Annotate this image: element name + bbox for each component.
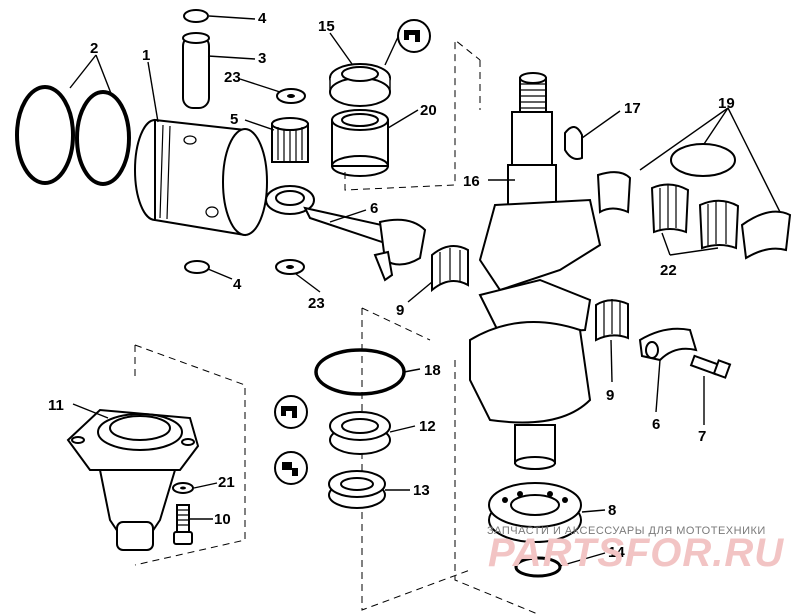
part-label-11: 11 (48, 397, 64, 414)
part-label-17: 17 (624, 100, 641, 117)
watermark: ЗАПЧАСТИ И АКСЕССУАРЫ ДЛЯ МОТОТЕХНИКИ PA… (487, 525, 784, 575)
housing-screw (173, 504, 193, 545)
lockwasher (172, 482, 194, 494)
retaining-clip-bottom (184, 260, 210, 274)
part-label-16: 16 (463, 173, 480, 190)
watermark-caption: ЗАПЧАСТИ И АКСЕССУАРЫ ДЛЯ МОТОТЕХНИКИ (487, 525, 766, 537)
part-label-3: 3 (258, 50, 266, 67)
assembly-guide-lines (134, 38, 541, 616)
part-label-21: 21 (218, 474, 235, 491)
part-label-6-rod: 6 (370, 200, 378, 217)
rod-cap-bolt (689, 354, 732, 379)
part-label-9-upper: 9 (396, 302, 404, 319)
part-label-14: 14 (608, 544, 625, 561)
part-label-22: 22 (660, 262, 677, 279)
part-label-1: 1 (142, 47, 150, 64)
part-label-18: 18 (424, 362, 441, 379)
part-label-12: 12 (419, 418, 436, 435)
piston (134, 118, 268, 237)
rod-cap (638, 327, 698, 362)
snap-ring (514, 556, 562, 578)
part-label-2: 2 (90, 40, 98, 57)
seal-orientation-icon-middle (274, 395, 308, 429)
retaining-clip-top (183, 9, 209, 23)
thrust-washer-top (276, 88, 306, 104)
watermark-logo: PARTSFOR.RU (488, 531, 784, 575)
part-label-4-bottom: 4 (233, 276, 242, 293)
leader-lines (69, 15, 781, 567)
part-label-5: 5 (230, 111, 238, 128)
needle-bearing-small (271, 117, 309, 163)
crankshaft (469, 72, 602, 470)
connecting-rod (265, 185, 427, 282)
part-label-20: 20 (420, 102, 437, 119)
part-label-15: 15 (318, 18, 335, 35)
seal-orientation-icon-lower (274, 451, 308, 485)
bearing-retainer-set (596, 143, 792, 260)
part-label-8: 8 (608, 502, 616, 519)
part-number-labels: 2 1 3 4 23 5 4 23 15 20 6 9 16 17 19 22 … (48, 10, 735, 561)
part-label-4-top: 4 (258, 10, 267, 27)
caged-bearing-upper (431, 245, 469, 293)
part-label-13: 13 (413, 482, 430, 499)
woodruff-key (564, 126, 583, 160)
seal-orientation-icon-upper (397, 19, 431, 53)
part-label-19: 19 (718, 95, 735, 112)
part-label-23-bottom: 23 (308, 295, 325, 312)
part-label-7: 7 (698, 428, 706, 445)
caged-bearing-lower (595, 299, 629, 342)
part-label-10: 10 (214, 511, 231, 528)
o-ring (314, 348, 406, 396)
ball-bearing-lower (488, 482, 582, 543)
part-label-9-lower: 9 (606, 387, 614, 404)
lower-seal-12 (329, 411, 391, 455)
needle-bearing-halves (650, 183, 740, 250)
wrist-pin (182, 32, 210, 109)
part-label-6-cap: 6 (652, 416, 660, 433)
lower-bearing-housing (66, 408, 200, 551)
part-label-23-top: 23 (224, 69, 241, 86)
lower-seal-13 (328, 470, 386, 509)
piston-rings (15, 85, 131, 186)
thrust-washer-bottom (275, 259, 305, 275)
oil-seal-upper (329, 63, 391, 107)
roller-bearing-upper (331, 109, 389, 177)
